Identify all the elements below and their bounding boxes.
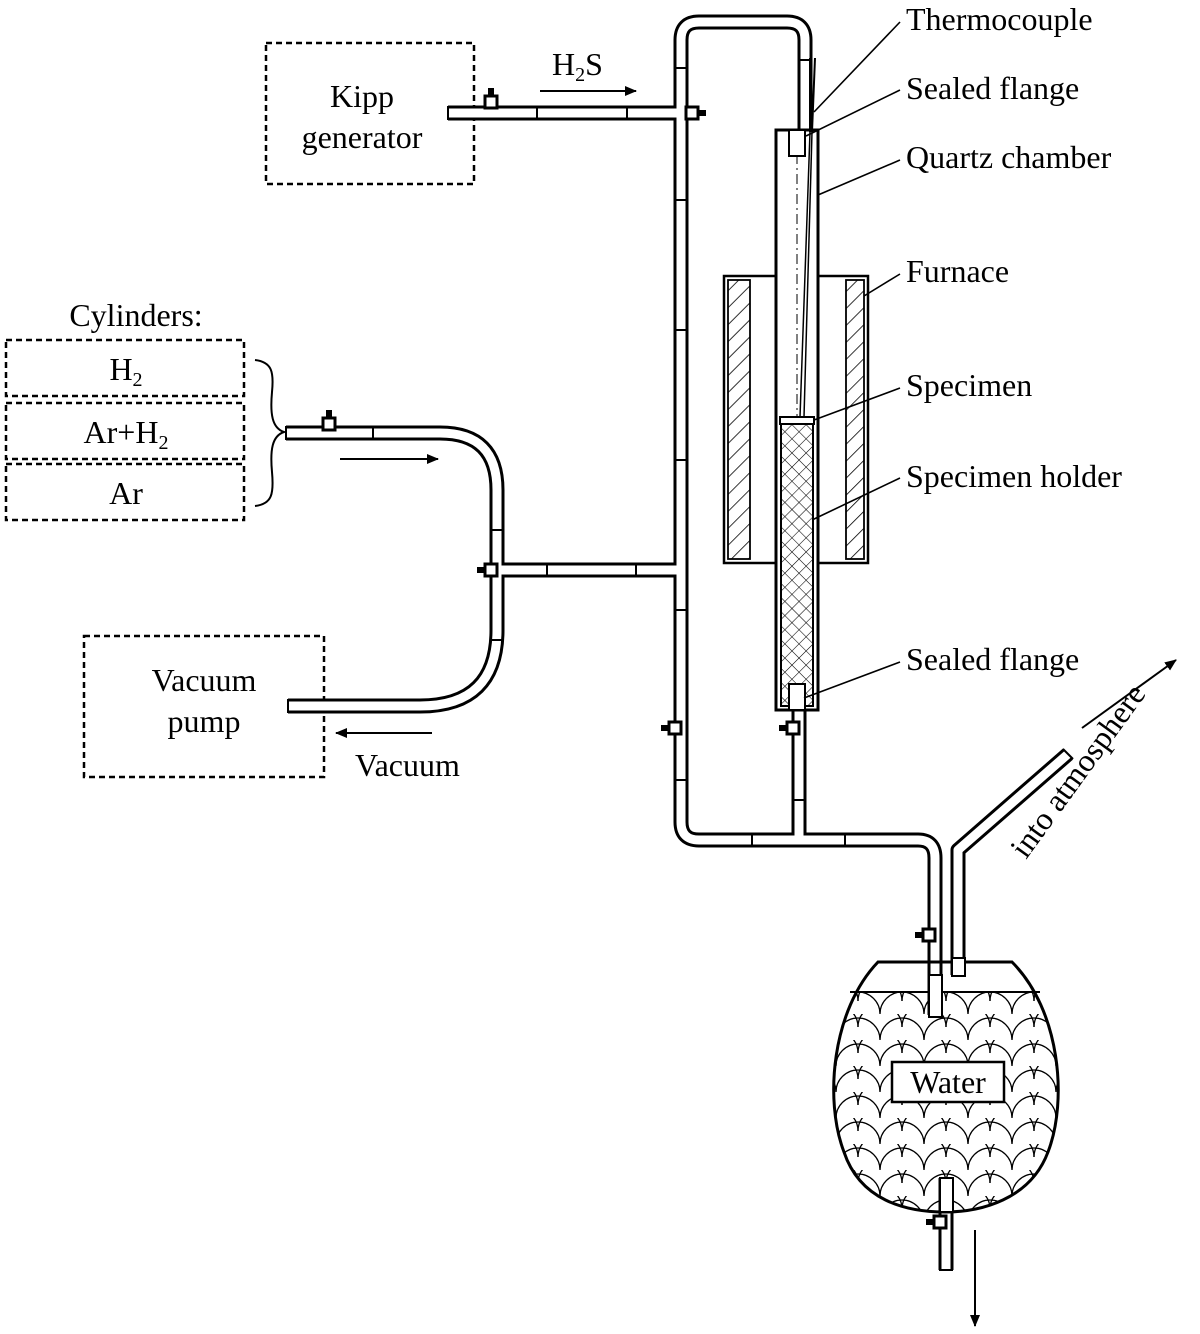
sealed-flange-bottom-label: Sealed flange [906,641,1079,677]
kipp-label-line1: Kipp [330,78,394,114]
cylinder-h2-subscript: 2 [133,369,143,391]
cylinder-valve [321,410,337,432]
svg-text:H2: H2 [109,351,142,391]
specimen-label: Specimen [906,367,1032,403]
sealed-flange-bottom [788,683,806,711]
specimen [779,416,815,425]
loop-bottom-valve [661,720,683,736]
leader-lines [803,21,901,699]
h2s-label: H [552,46,575,82]
loop-top-valve [684,105,706,121]
water-flask: Water [832,957,1060,1214]
sealed-flange-top-label: Sealed flange [906,70,1079,106]
vacuum-pump-box: Vacuum pump [82,634,326,779]
h2s-label-subscript: 2 [575,64,585,86]
cylinders-brace [254,359,288,507]
kipp-label-line2: generator [302,119,423,155]
vacuum-pump-label-line2: pump [168,703,241,739]
water-label-box [890,1060,1006,1104]
branch-valve [477,562,499,578]
cylinder-ar-h2: Ar+H2 [4,401,246,461]
h2s-label-tail: S [585,46,603,82]
valves [321,88,948,1230]
atmosphere-label: into atmosphere [1003,677,1153,864]
quartz-chamber-label: Quartz chamber [906,139,1112,175]
svg-text:H2S: H2S [552,46,603,86]
thermocouple-label: Thermocouple [906,1,1093,37]
vacuum-label: Vacuum [355,747,460,783]
cylinder-ar-h2-label: Ar+H [84,414,159,450]
kipp-valve [483,88,499,110]
kipp-generator-box: Kipp generator [264,41,476,186]
cylinders-heading: Cylinders: [69,297,202,333]
flow-arrows [335,86,1177,1327]
svg-text:Ar+H2: Ar+H2 [84,414,169,454]
cylinder-h2: H2 [4,338,246,398]
chamber-outlet-valve [779,720,801,736]
specimen-holder [780,423,814,707]
furnace-label: Furnace [906,253,1009,289]
thermocouple [799,57,816,418]
drain-valve [926,1214,948,1230]
water-label: Water [910,1064,986,1100]
cylinder-ar: Ar [4,462,246,522]
sealed-flange-top [788,129,806,157]
cylinder-ar-h2-subscript: 2 [158,432,168,454]
vacuum-pump-label-line1: Vacuum [152,662,257,698]
flask-inlet-valve [915,927,937,943]
specimen-holder-label: Specimen holder [906,458,1122,494]
cylinder-h2-label: H [109,351,132,387]
atmosphere-arrow [1081,659,1177,729]
cylinder-ar-label: Ar [109,475,143,511]
